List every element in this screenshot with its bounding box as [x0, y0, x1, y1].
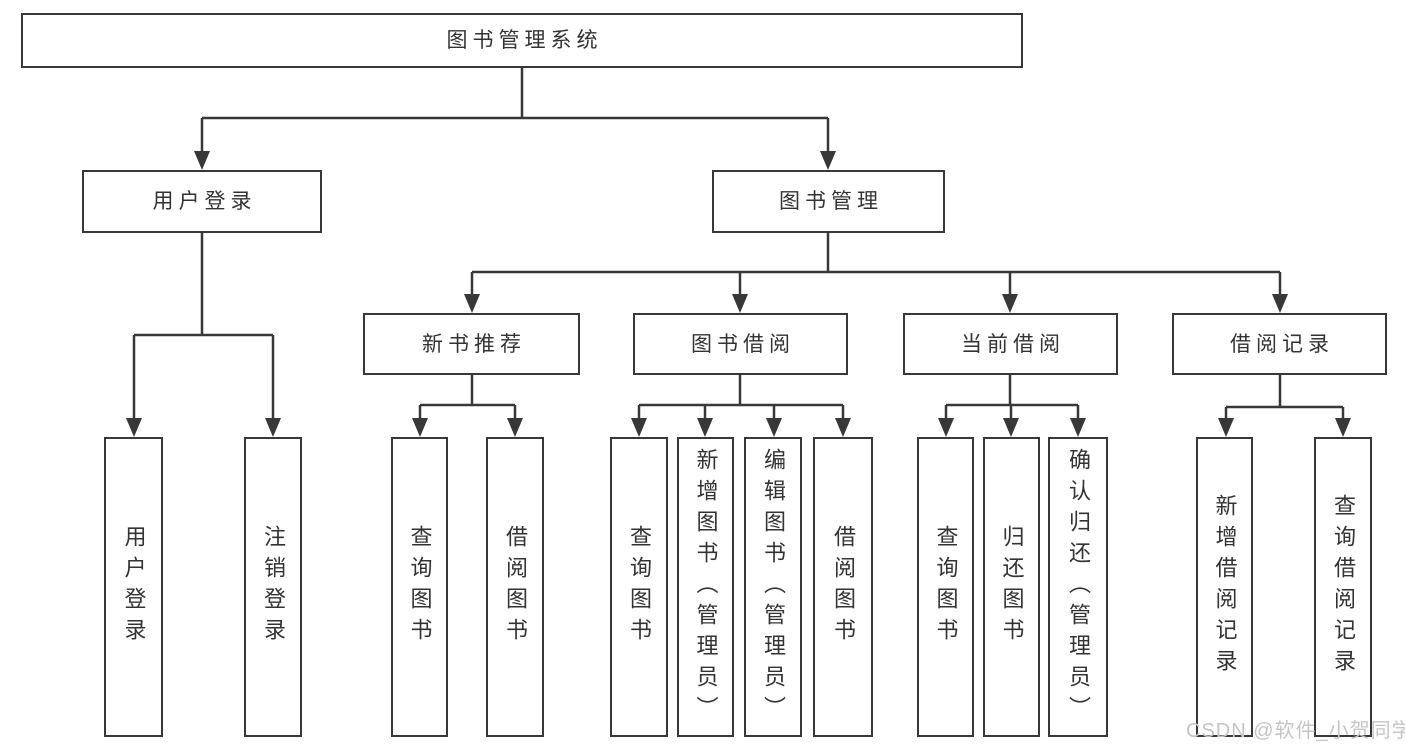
node-label: 注销登录	[261, 525, 286, 649]
node-label: 当前借阅	[961, 332, 1065, 356]
arrowheads-level3	[464, 294, 1288, 313]
leaf-borrow-query-book: 查询图书	[610, 437, 668, 737]
leaf-newbooks-query-book: 查询图书	[391, 437, 448, 737]
node-label: 借阅图书	[831, 525, 856, 649]
connector-bookmanagement-to-level3	[470, 233, 1282, 296]
node-label: 查询图书	[627, 525, 652, 649]
arrowheads-userlogin-children	[126, 418, 281, 437]
leaf-current-confirm-return-admin: 确认归还（管理员）	[1048, 437, 1108, 737]
node-label: 编辑图书（管理员）	[761, 447, 786, 727]
connector-root-to-level2	[200, 68, 830, 153]
leaf-user-login: 用户登录	[104, 437, 163, 737]
leaf-records-query-record: 查询借阅记录	[1314, 437, 1372, 737]
arrowheads-currentborrow-children	[938, 418, 1086, 437]
leaf-current-return-book: 归还图书	[983, 437, 1040, 737]
node-borrow-records: 借阅记录	[1172, 313, 1387, 375]
leaf-logout: 注销登录	[244, 437, 302, 737]
node-label: 图书管理	[779, 190, 883, 213]
node-label: 归还图书	[999, 525, 1025, 649]
node-label: 查询借阅记录	[1331, 494, 1356, 680]
node-label: 用户登录	[121, 525, 147, 649]
connector-borrowrecords-children	[1224, 375, 1345, 420]
node-label: 查询图书	[407, 525, 433, 649]
node-label: 新增借阅记录	[1212, 494, 1238, 680]
connector-userlogin-children	[132, 233, 275, 420]
node-book-borrowing: 图书借阅	[633, 313, 848, 375]
node-library-system: 图书管理系统	[21, 13, 1023, 68]
connector-bookborrow-children	[637, 375, 845, 420]
connector-currentborrow-children	[944, 375, 1080, 420]
node-book-management: 图书管理	[712, 170, 945, 233]
arrowheads-newbooks-children	[412, 418, 523, 437]
leaf-current-query-book: 查询图书	[917, 437, 974, 737]
node-label: 图书管理系统	[446, 29, 603, 52]
node-label: 图书借阅	[691, 332, 795, 356]
leaf-borrow-borrow-book: 借阅图书	[813, 437, 873, 737]
arrowheads-borrowrecords-children	[1218, 418, 1351, 437]
node-label: 新书推荐	[422, 332, 526, 356]
node-label: 确认归还（管理员）	[1066, 447, 1091, 727]
node-new-book-recommend: 新书推荐	[363, 313, 580, 375]
connector-newbooks-children	[418, 375, 517, 420]
leaf-borrow-add-book-admin: 新增图书（管理员）	[677, 437, 734, 737]
node-label: 借阅图书	[503, 525, 528, 649]
node-label: 借阅记录	[1230, 332, 1334, 356]
arrowheads-level2	[194, 151, 836, 170]
node-user-login: 用户登录	[82, 170, 322, 233]
leaf-borrow-edit-book-admin: 编辑图书（管理员）	[744, 437, 802, 737]
leaf-records-add-record: 新增借阅记录	[1196, 437, 1253, 737]
node-label: 查询图书	[933, 525, 959, 649]
arrowheads-bookborrow-children	[631, 418, 851, 437]
node-label: 新增图书（管理员）	[693, 447, 719, 727]
node-current-borrowing: 当前借阅	[903, 313, 1118, 375]
leaf-newbooks-borrow-book: 借阅图书	[486, 437, 544, 737]
csdn-watermark: CSDN @软件_小贺同学	[1186, 720, 1405, 742]
node-label: 用户登录	[152, 190, 257, 213]
